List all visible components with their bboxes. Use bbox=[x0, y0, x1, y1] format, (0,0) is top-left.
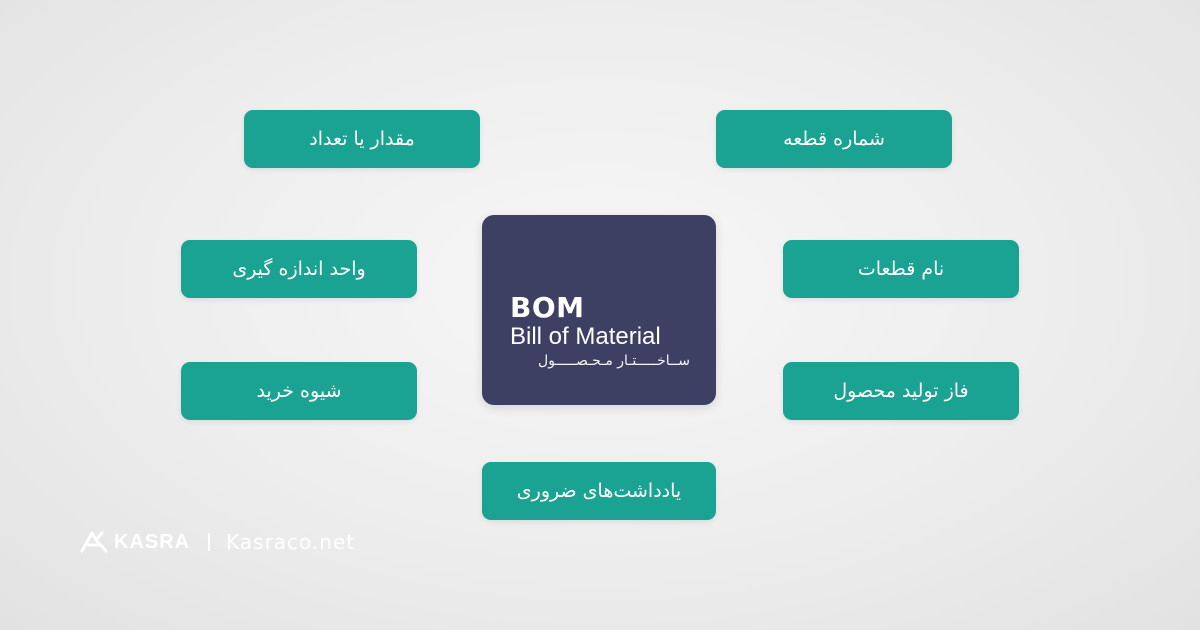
attribute-quantity: مقدار یا تعداد bbox=[244, 110, 480, 168]
kasra-logo-icon bbox=[80, 531, 108, 553]
attribute-label: شماره قطعه bbox=[783, 128, 885, 150]
bom-code: BOM bbox=[510, 291, 585, 324]
website-link[interactable]: Kasraco.net bbox=[226, 530, 356, 554]
bom-center-box: BOM Bill of Material ســاخـــــتـار مـحـ… bbox=[482, 215, 716, 405]
attribute-unit-of-measure: واحد اندازه گیری bbox=[181, 240, 417, 298]
attribute-label: فاز تولید محصول bbox=[833, 380, 969, 402]
attribute-purchase-method: شیوه خرید bbox=[181, 362, 417, 420]
attribute-label: یادداشت‌های ضروری bbox=[516, 480, 682, 502]
attribute-label: شیوه خرید bbox=[256, 380, 342, 402]
bom-name: Bill of Material bbox=[510, 323, 661, 350]
footer: KASRA Kasraco.net bbox=[80, 528, 355, 556]
attribute-label: واحد اندازه گیری bbox=[232, 258, 366, 280]
bom-name-fa: ســاخـــــتـار مـحـصـــــول bbox=[538, 353, 690, 369]
footer-divider bbox=[208, 533, 211, 551]
brand-name: KASRA bbox=[114, 530, 191, 553]
kasra-logo: KASRA bbox=[80, 531, 190, 554]
attribute-part-number: شماره قطعه bbox=[716, 110, 952, 168]
attribute-production-phase: فاز تولید محصول bbox=[783, 362, 1019, 420]
attribute-part-names: نام قطعات bbox=[783, 240, 1019, 298]
attribute-notes: یادداشت‌های ضروری bbox=[482, 462, 716, 520]
attribute-label: مقدار یا تعداد bbox=[309, 128, 415, 150]
attribute-label: نام قطعات bbox=[857, 258, 945, 280]
